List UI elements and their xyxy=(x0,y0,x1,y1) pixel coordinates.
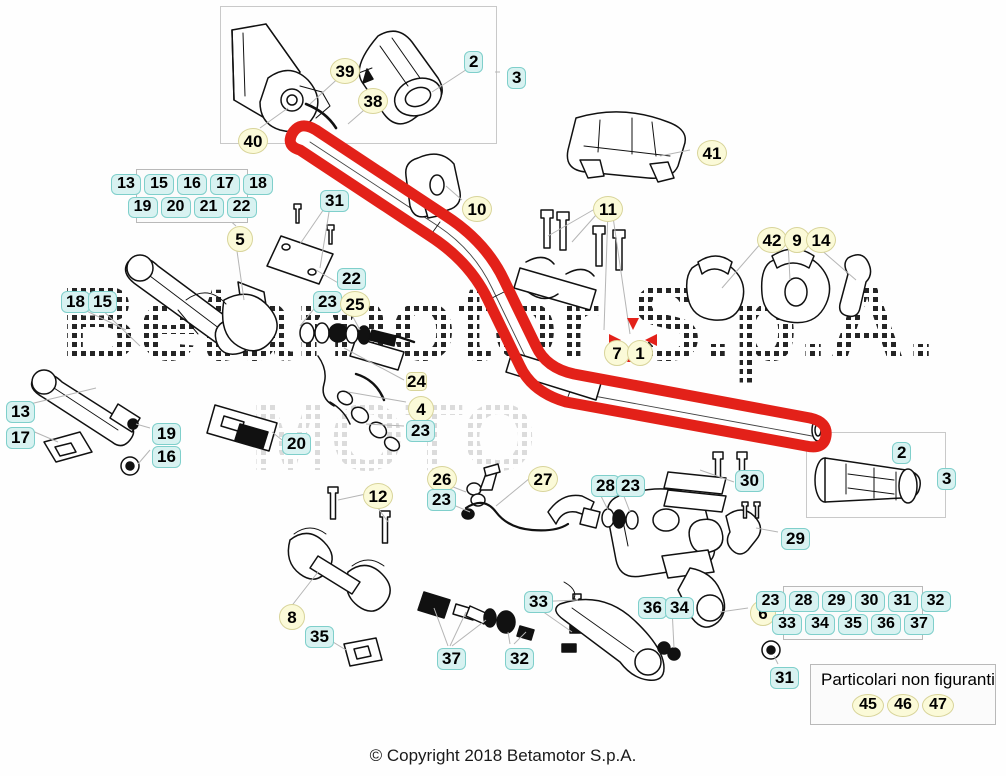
not-shown-chip-47[interactable]: 47 xyxy=(922,694,954,717)
part-chip-23[interactable]: 23 xyxy=(755,591,786,612)
callout-24-23[interactable]: 24 xyxy=(406,372,427,391)
part-chip-33[interactable]: 33 xyxy=(772,614,802,635)
part-chip-32[interactable]: 32 xyxy=(920,591,951,612)
part-chip-34[interactable]: 34 xyxy=(805,614,835,635)
callout-19-20[interactable]: 19 xyxy=(152,423,181,445)
callout-30-35[interactable]: 30 xyxy=(735,470,764,492)
callout-2-3[interactable]: 2 xyxy=(464,51,484,73)
callout-26-30[interactable]: 26 xyxy=(427,466,457,492)
callout-35-39[interactable]: 35 xyxy=(305,626,334,648)
callout-27-32[interactable]: 27 xyxy=(528,466,558,492)
part-chip-37[interactable]: 37 xyxy=(904,614,934,635)
callout-3-29[interactable]: 3 xyxy=(937,468,957,490)
callout-18-16[interactable]: 18 xyxy=(61,291,90,313)
callout-2-28[interactable]: 2 xyxy=(892,442,912,464)
callout-10-6[interactable]: 10 xyxy=(462,196,492,222)
part-chip-21[interactable]: 21 xyxy=(193,197,224,218)
part-chip-16[interactable]: 16 xyxy=(177,174,207,195)
callout-31-12[interactable]: 31 xyxy=(320,190,349,212)
callout-33-40[interactable]: 33 xyxy=(524,591,553,613)
part-chip-20[interactable]: 20 xyxy=(160,197,191,218)
callout-9-9[interactable]: 9 xyxy=(784,227,810,253)
not-shown-chip-45[interactable]: 45 xyxy=(852,694,884,717)
part-chip-22[interactable]: 22 xyxy=(226,197,257,218)
callout-16-21[interactable]: 16 xyxy=(152,446,181,468)
callout-32-42[interactable]: 32 xyxy=(505,648,534,670)
callout-39-0[interactable]: 39 xyxy=(330,58,360,84)
callout-29-36[interactable]: 29 xyxy=(781,528,810,550)
not-shown-parts-title: Particolari non figuranti xyxy=(821,670,995,689)
callout-13-18[interactable]: 13 xyxy=(6,401,35,423)
callout-23-25[interactable]: 23 xyxy=(406,420,435,442)
callout-31-46[interactable]: 31 xyxy=(770,667,799,689)
part-chip-17[interactable]: 17 xyxy=(210,174,240,195)
callout-40-2[interactable]: 40 xyxy=(238,128,268,154)
callout-4-24[interactable]: 4 xyxy=(408,396,434,422)
callout-14-10[interactable]: 14 xyxy=(806,227,836,253)
callout-1-27[interactable]: 1 xyxy=(627,340,653,366)
part-chip-19[interactable]: 19 xyxy=(127,197,158,218)
not-shown-chip-46[interactable]: 46 xyxy=(887,694,919,717)
callout-17-19[interactable]: 17 xyxy=(6,427,35,449)
part-chip-15[interactable]: 15 xyxy=(144,174,174,195)
callout-12-37[interactable]: 12 xyxy=(363,483,393,509)
part-chip-29[interactable]: 29 xyxy=(821,591,852,612)
callout-37-41[interactable]: 37 xyxy=(437,648,466,670)
callout-8-38[interactable]: 8 xyxy=(279,604,305,630)
callout-28-33[interactable]: 28 xyxy=(591,475,620,497)
part-chip-35[interactable]: 35 xyxy=(838,614,868,635)
callout-25-15[interactable]: 25 xyxy=(340,291,370,317)
detail-panel-throttle-top xyxy=(220,6,497,144)
callout-34-44[interactable]: 34 xyxy=(665,597,694,619)
callout-20-22[interactable]: 20 xyxy=(282,433,311,455)
part-chip-18[interactable]: 18 xyxy=(243,174,273,195)
callout-3-4[interactable]: 3 xyxy=(507,67,527,89)
part-chip-28[interactable]: 28 xyxy=(788,591,819,612)
callout-42-8[interactable]: 42 xyxy=(757,227,787,253)
callout-23-31[interactable]: 23 xyxy=(427,489,456,511)
callout-7-26[interactable]: 7 xyxy=(604,340,630,366)
part-chip-13[interactable]: 13 xyxy=(111,174,141,195)
part-chip-36[interactable]: 36 xyxy=(871,614,901,635)
part-chip-31[interactable]: 31 xyxy=(887,591,918,612)
callout-23-14[interactable]: 23 xyxy=(313,291,342,313)
callout-5-11[interactable]: 5 xyxy=(227,226,253,252)
callout-36-43[interactable]: 36 xyxy=(638,597,667,619)
callout-23-34[interactable]: 23 xyxy=(616,475,645,497)
part-chip-30[interactable]: 30 xyxy=(854,591,885,612)
callout-41-5[interactable]: 41 xyxy=(697,140,727,166)
callout-11-7[interactable]: 11 xyxy=(593,196,623,222)
callout-22-13[interactable]: 22 xyxy=(337,268,366,290)
copyright-text: © Copyright 2018 Betamotor S.p.A. xyxy=(369,746,637,765)
callout-15-17[interactable]: 15 xyxy=(88,291,117,313)
callout-38-1[interactable]: 38 xyxy=(358,88,388,114)
